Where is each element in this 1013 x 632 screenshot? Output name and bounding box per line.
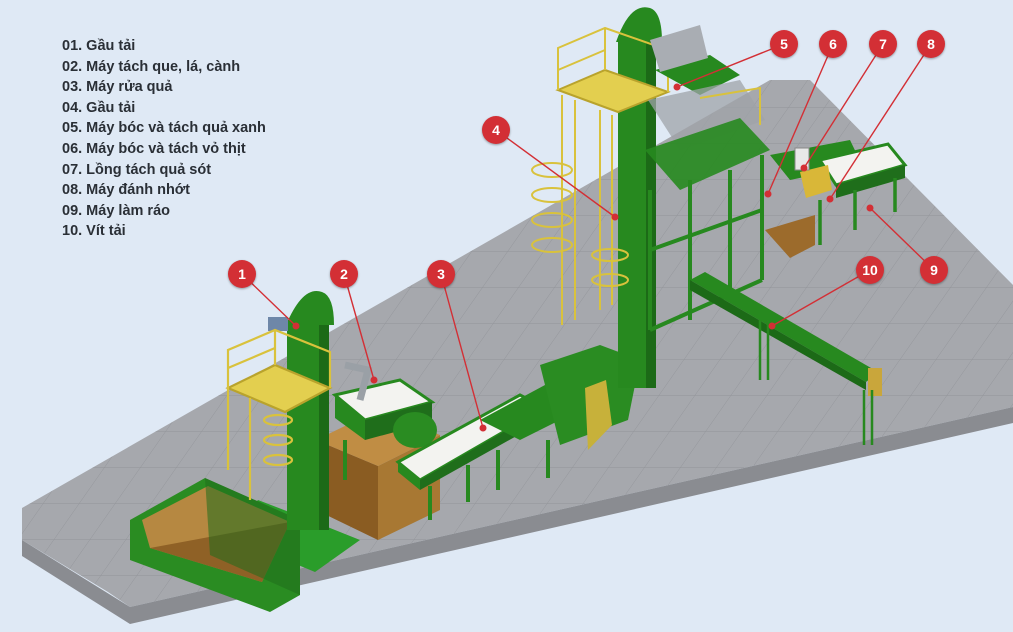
stick-leaf-separator bbox=[331, 361, 437, 480]
legend-item: 09. Máy làm ráo bbox=[62, 202, 170, 219]
elevator-1 bbox=[268, 290, 334, 530]
callout-6: 6 bbox=[819, 30, 847, 58]
legend-item: 07. Lồng tách quả sót bbox=[62, 161, 212, 178]
floor-slab bbox=[22, 80, 1013, 607]
callout-4: 4 bbox=[482, 116, 510, 144]
floor-edge bbox=[22, 407, 1013, 624]
callout-1: 1 bbox=[228, 260, 256, 288]
callout-5: 5 bbox=[770, 30, 798, 58]
platform-1 bbox=[225, 328, 333, 500]
target-dots bbox=[292, 83, 874, 432]
legend-item: 08. Máy đánh nhớt bbox=[62, 182, 190, 199]
intake-bin bbox=[130, 478, 300, 612]
callout-8: 8 bbox=[917, 30, 945, 58]
legend-item: 02. Máy tách que, lá, cành bbox=[62, 58, 241, 75]
screw-conveyor bbox=[690, 272, 882, 445]
fruit-washer bbox=[395, 345, 640, 520]
callout-3: 3 bbox=[427, 260, 455, 288]
right-machines bbox=[765, 140, 908, 258]
callout-10: 10 bbox=[856, 256, 884, 284]
callout-9: 9 bbox=[920, 256, 948, 284]
upper-machines bbox=[645, 25, 770, 332]
legend-item: 05. Máy bóc và tách quả xanh bbox=[62, 120, 266, 137]
legend-item: 04. Gầu tải bbox=[62, 99, 136, 116]
elevator-4 bbox=[616, 7, 662, 388]
legend-item: 01. Gầu tải bbox=[62, 38, 136, 54]
legend-item: 03. Máy rửa quả bbox=[62, 79, 173, 96]
callout-7: 7 bbox=[869, 30, 897, 58]
equipment-legend: 01. Gầu tải 02. Máy tách que, lá, cành 0… bbox=[62, 36, 266, 242]
legend-item: 10. Vít tải bbox=[62, 223, 126, 240]
callout-2: 2 bbox=[330, 260, 358, 288]
legend-item: 06. Máy bóc và tách vỏ thịt bbox=[62, 140, 246, 157]
